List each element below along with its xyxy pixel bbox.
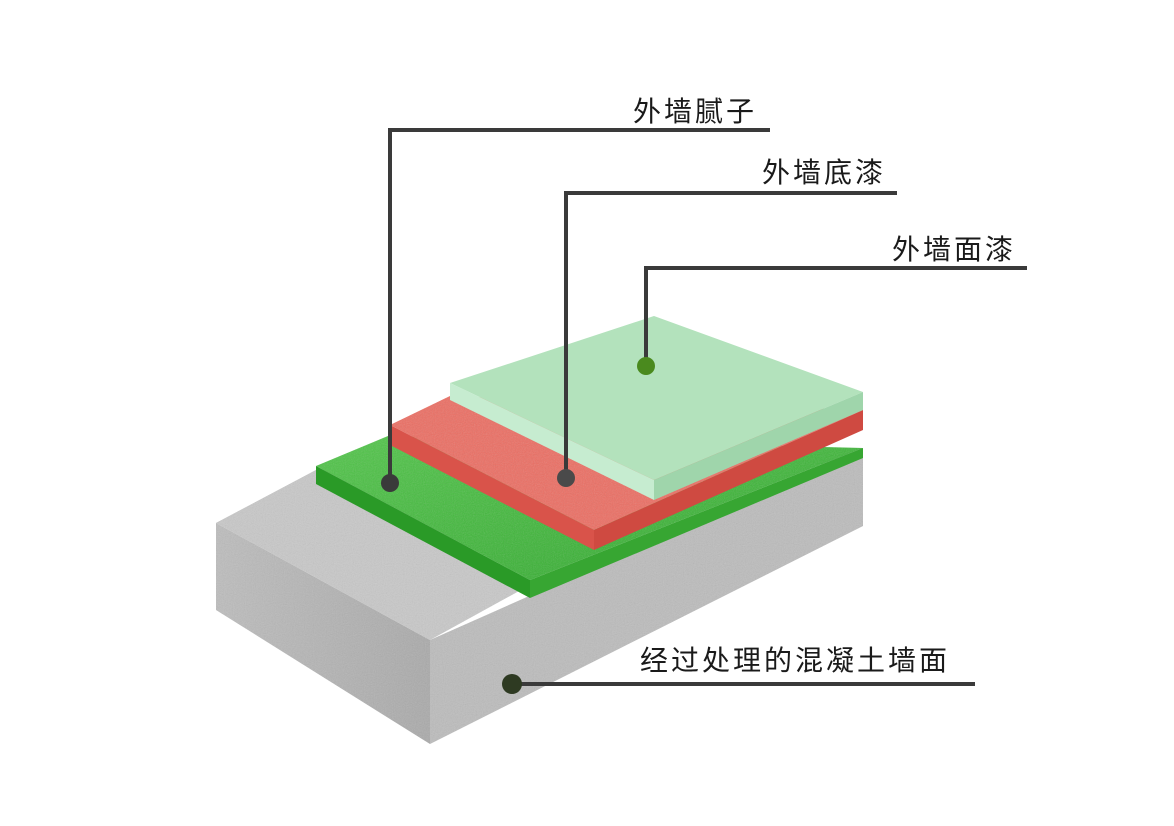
- primer-front-edge: [390, 425, 594, 550]
- leader-lines: [388, 128, 1027, 686]
- marker-topcoat: [637, 357, 655, 375]
- label-base: 经过处理的混凝土墙面: [640, 644, 951, 677]
- topcoat-layer: [450, 316, 863, 500]
- marker-base: [502, 674, 522, 694]
- leader-line-topcoat: [644, 266, 1027, 366]
- topcoat-top-face: [450, 316, 863, 480]
- putty-right-edge: [530, 448, 863, 598]
- topcoat-right-edge: [654, 392, 863, 500]
- putty-front-edge: [316, 466, 530, 598]
- label-putty: 外墙腻子: [633, 95, 758, 128]
- label-topcoat: 外墙面漆: [892, 233, 1017, 266]
- primer-right-edge: [594, 410, 863, 550]
- topcoat-front-edge: [450, 383, 654, 500]
- leader-line-primer: [564, 191, 897, 478]
- label-primer: 外墙底漆: [762, 156, 887, 189]
- marker-primer: [557, 469, 575, 487]
- marker-putty: [381, 474, 399, 492]
- leader-line-putty: [388, 128, 770, 483]
